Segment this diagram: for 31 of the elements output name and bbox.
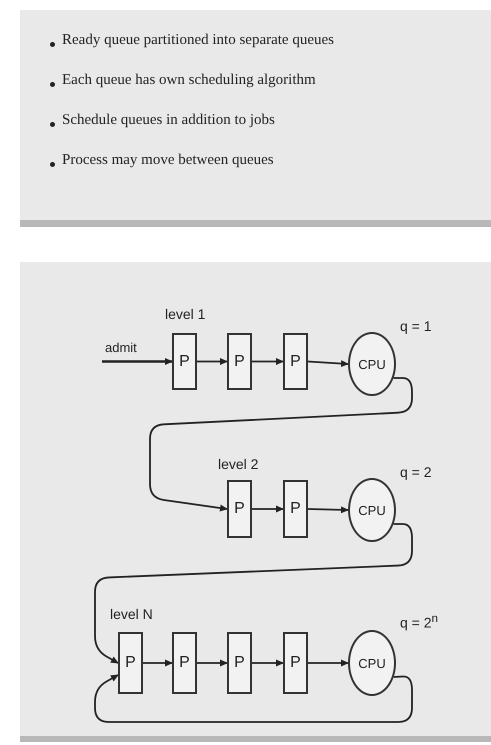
bullet-text: Each queue has own scheduling algorithm (62, 72, 316, 89)
edge-label: admit (104, 340, 138, 354)
arrow (197, 358, 228, 365)
arrow (252, 358, 284, 365)
bullet-text: Process may move between queues (62, 152, 274, 169)
process-box: P (118, 632, 143, 694)
bullet-text: Schedule queues in addition to jobs (62, 112, 275, 129)
arrow (308, 506, 349, 514)
arrow (252, 506, 284, 512)
process-box: P (283, 333, 308, 390)
process-box: P (227, 480, 252, 538)
arrow (102, 358, 173, 365)
arrow (252, 660, 284, 666)
level-label: level 2 (218, 456, 258, 472)
arrow (197, 660, 228, 666)
quantum-label: q = 2 (400, 464, 432, 480)
quantum-label: q = 2$^{n}$ (400, 612, 438, 631)
arrow (308, 660, 349, 666)
level-label: level N (110, 606, 153, 622)
process-box: P (172, 333, 197, 390)
quantum-label: q = 1 (400, 318, 432, 334)
arrow (143, 660, 173, 666)
process-box: P (172, 632, 197, 694)
arrow (308, 360, 349, 368)
process-box: P (227, 333, 252, 390)
process-box: P (283, 632, 308, 694)
process-box: P (283, 480, 308, 538)
text-panel (20, 10, 491, 220)
process-box: P (227, 632, 252, 694)
level-label: level 1 (165, 306, 206, 322)
bullet-text: Ready queue partitioned into separate queues (62, 32, 334, 49)
